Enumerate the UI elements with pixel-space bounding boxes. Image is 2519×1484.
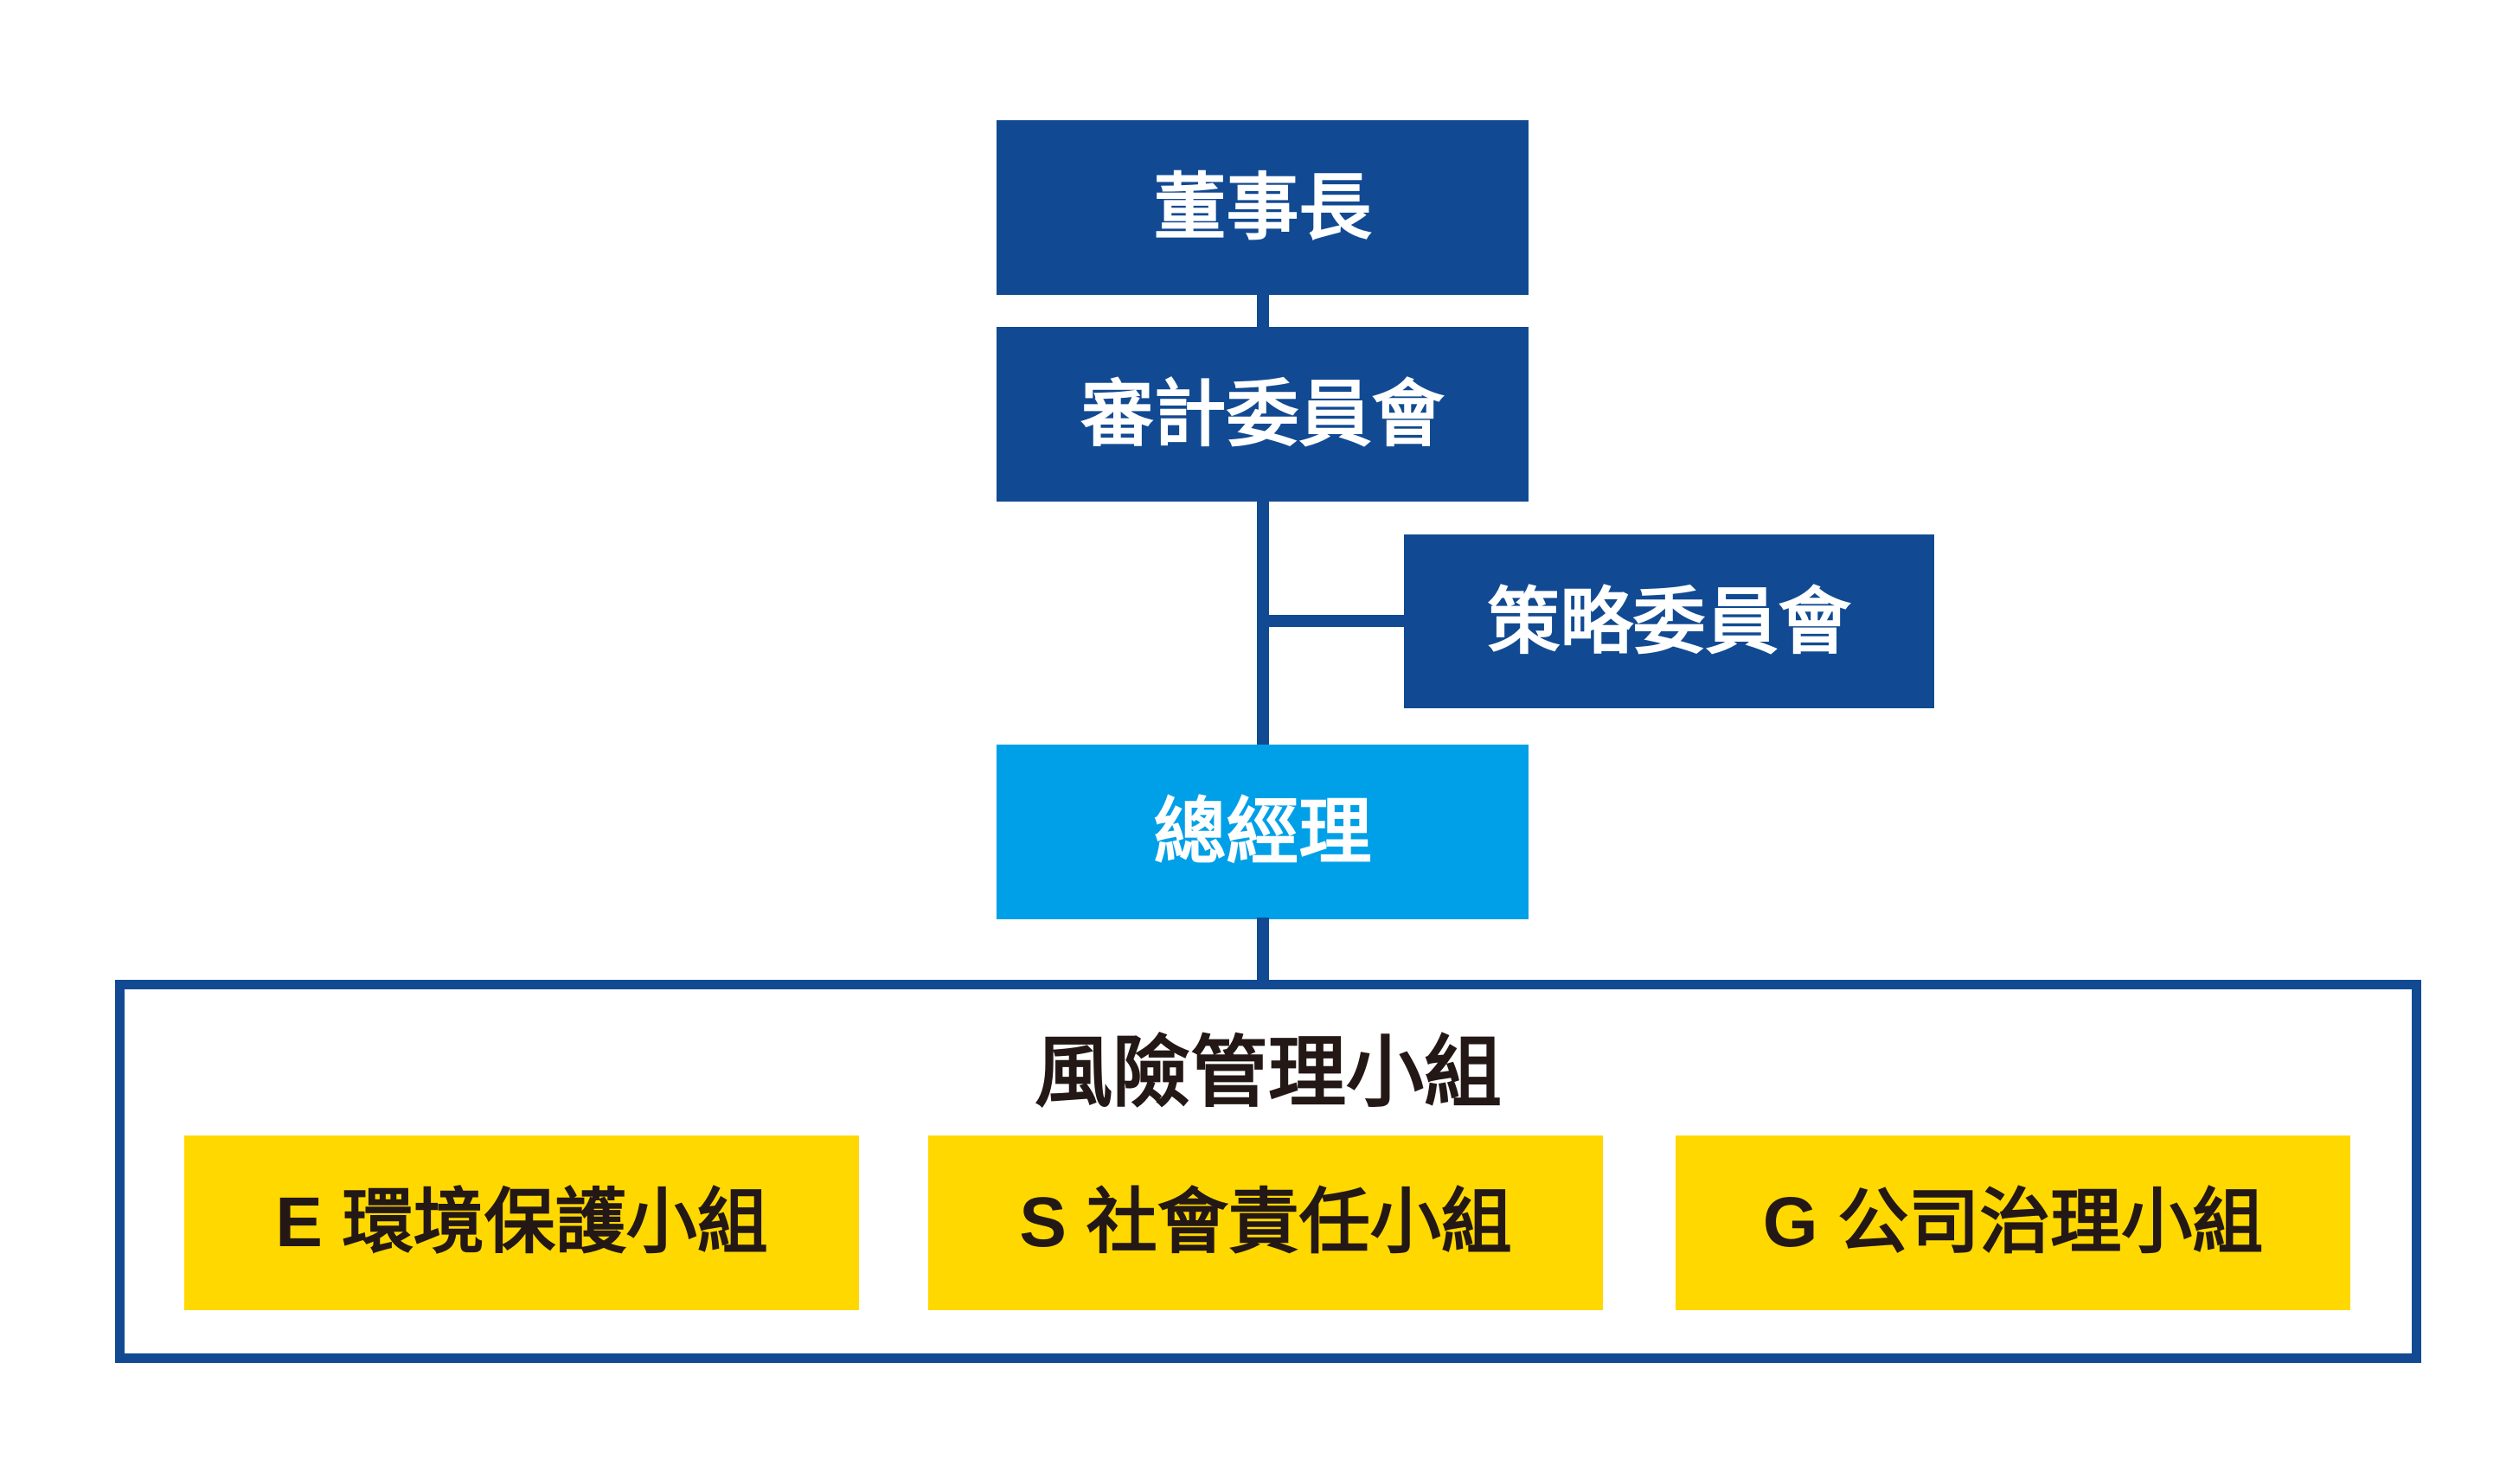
audit-committee-box: 審計委員會 xyxy=(997,327,1529,502)
chairman-box: 董事長 xyxy=(997,120,1529,295)
connector-chairman-audit xyxy=(1257,293,1269,329)
strategy-committee-box: 策略委員會 xyxy=(1404,534,1934,708)
audit-committee-label: 審計委員會 xyxy=(1080,374,1445,455)
strategy-committee-label: 策略委員會 xyxy=(1487,580,1851,662)
sub-group-box-governance: G 公司治理小組 xyxy=(1676,1135,2350,1310)
connector-branch-strategy xyxy=(1263,615,1406,627)
sub-group-label-environment: E 環境保護小組 xyxy=(275,1183,768,1262)
connector-gm-to-panel xyxy=(1257,918,1269,982)
general-manager-box: 總經理 xyxy=(997,745,1529,919)
risk-management-panel-title: 風險管理小組 xyxy=(1035,1030,1502,1116)
sub-group-label-social: S 社會責任小組 xyxy=(1019,1183,1512,1262)
sub-group-box-social: S 社會責任小組 xyxy=(928,1135,1603,1310)
risk-management-panel: 風險管理小組 E 環境保護小組 S 社會責任小組 G 公司治理小組 xyxy=(115,980,2421,1363)
chairman-label: 董事長 xyxy=(1153,167,1372,248)
general-manager-label: 總經理 xyxy=(1153,791,1372,873)
sub-group-box-environment: E 環境保護小組 xyxy=(184,1135,859,1310)
sub-group-label-governance: G 公司治理小組 xyxy=(1762,1183,2264,1262)
